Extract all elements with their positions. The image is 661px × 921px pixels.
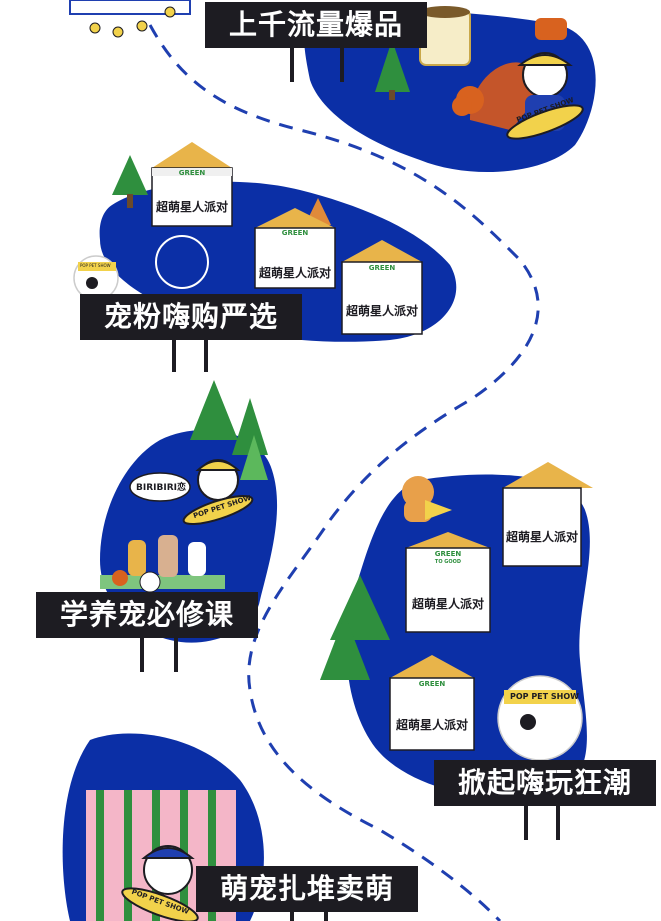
booth-zone-2-c	[341, 240, 423, 335]
zone-4-trees	[320, 575, 390, 680]
booth-roof-text-zone-4-c: GREEN	[418, 680, 446, 688]
sign-post	[204, 340, 208, 372]
sign-post	[174, 638, 178, 672]
dashed-route	[148, 24, 540, 921]
sign-post	[524, 806, 528, 840]
headband-text-zone-2: POP PET SHOW	[80, 263, 111, 268]
sign-post	[340, 48, 344, 82]
sign-post	[290, 48, 294, 82]
booth-zone-4-a	[502, 462, 593, 567]
booth-roof-text-zone-2-b: GREEN	[281, 229, 309, 237]
booth-roof-text-zone-2-a: GREEN	[178, 169, 206, 177]
booth-banner-zone-4-b: 超萌星人派对	[408, 595, 488, 612]
booth-banner-zone-2-b: 超萌星人派对	[257, 264, 333, 281]
dog-mascot-zone-5	[121, 845, 199, 921]
zone-sign-4: 掀起嗨玩狂潮	[434, 760, 657, 806]
booth-banner-zone-2-c: 超萌星人派对	[344, 302, 420, 319]
cat-mascot-zone-2	[73, 255, 119, 301]
booth-banner-zone-4-c: 超萌星人派对	[392, 716, 472, 733]
sign-post	[324, 912, 328, 921]
sign-post	[290, 912, 294, 921]
booth-banner-zone-2-a: 超萌星人派对	[154, 198, 230, 215]
booth-zone-4-c	[389, 655, 475, 751]
zone-sign-3: 学养宠必修课	[36, 592, 259, 638]
carousel-fragment	[69, 0, 191, 38]
paw-display	[100, 535, 225, 593]
sign-post	[172, 340, 176, 372]
booth-zone-2-a	[151, 142, 233, 227]
headband-text-zone-4: POP PET SHOW	[510, 692, 579, 701]
zone-sign-2: 宠粉嗨购严选	[80, 294, 303, 340]
sign-post	[556, 806, 560, 840]
zone-sign-5: 萌宠扎堆卖萌	[196, 866, 419, 912]
speech-bubble-text: BIRIBIRI恋	[136, 483, 186, 493]
dog-mascot-zone-3	[182, 459, 254, 526]
zone-sign-1: 上千流量爆品	[205, 2, 428, 48]
booth-zone-4-b	[405, 532, 491, 633]
booth-banner-zone-4-a: 超萌星人派对	[505, 528, 579, 545]
zone-1-decor	[375, 6, 584, 140]
booth-roof-subtext-zone-4-b: TO GOOD	[434, 559, 462, 565]
booth-roof-text-zone-2-c: GREEN	[368, 264, 396, 272]
zone-3-trees	[190, 380, 268, 480]
sign-post	[140, 638, 144, 672]
cat-zone-4	[402, 476, 452, 522]
globe-decor	[155, 235, 209, 289]
speech-bubble-shape	[129, 472, 191, 502]
booth-roof-text-zone-4-b: GREEN	[434, 550, 462, 558]
cat-mascot-zone-4	[497, 675, 583, 761]
